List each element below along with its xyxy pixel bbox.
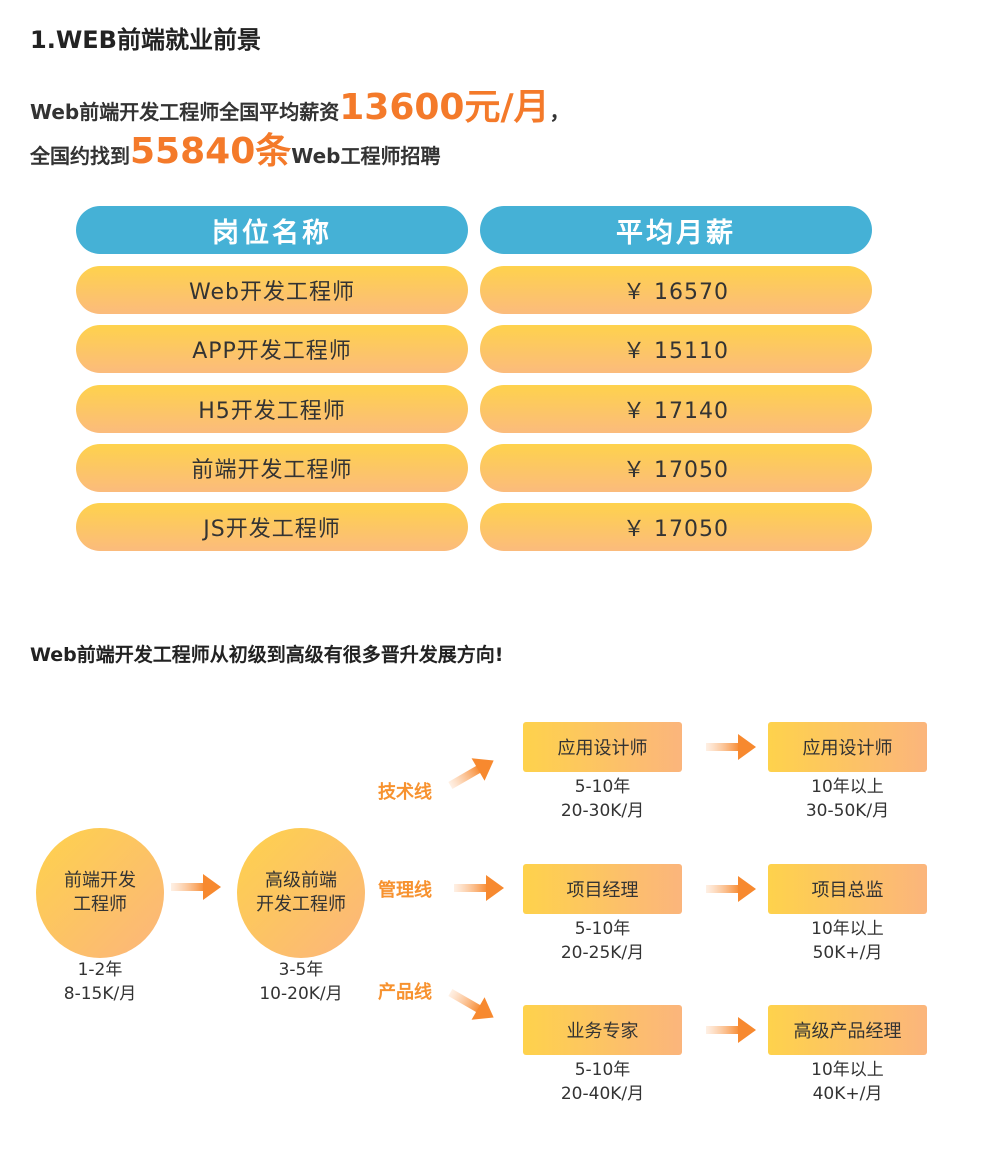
stage-salary: 10-20K/月: [259, 984, 343, 1004]
intro-text: ，: [549, 100, 570, 124]
avg-salary-highlight: 13600元/月: [339, 87, 550, 128]
career-role-box: 应用设计师: [768, 722, 927, 772]
role-caption: 10年以上 50K+/月: [758, 917, 937, 965]
career-role-box: 项目经理: [523, 864, 682, 914]
stage-circle-junior: 前端开发工程师: [36, 828, 164, 958]
intro-line-1: Web前端开发工程师全国平均薪资13600元/月，: [30, 78, 570, 130]
table-row-salary: ￥ 17050: [480, 443, 872, 492]
table-row-salary: ￥ 17140: [480, 384, 872, 433]
role-caption: 5-10年 20-25K/月: [513, 917, 692, 965]
role-caption: 10年以上 40K+/月: [758, 1058, 937, 1106]
header-position: 岗位名称: [76, 206, 468, 254]
stage-label: 工程师: [73, 894, 127, 915]
career-role-box: 高级产品经理: [768, 1005, 927, 1055]
role-salary: 50K+/月: [812, 943, 883, 963]
table-row-salary: ￥ 17050: [480, 503, 872, 552]
role-caption: 10年以上 30-50K/月: [758, 775, 937, 823]
arrow-right-icon: [705, 874, 757, 904]
branch-label: 管理线: [378, 880, 432, 901]
stage-years: 3-5年: [278, 960, 324, 980]
branch-label: 技术线: [378, 782, 432, 803]
arrow-icon: [452, 873, 506, 903]
table-row-position: APP开发工程师: [76, 325, 468, 374]
intro-text: Web工程师招聘: [291, 144, 441, 168]
header-salary: 平均月薪: [480, 206, 872, 254]
table-row-salary: ￥ 15110: [480, 325, 872, 374]
table-row-position: JS开发工程师: [76, 503, 468, 552]
role-years: 5-10年: [574, 777, 631, 797]
role-years: 10年以上: [811, 919, 884, 939]
stage-label: 开发工程师: [256, 894, 346, 915]
arrow-right-icon: [170, 872, 222, 902]
table-row-position: H5开发工程师: [76, 384, 468, 433]
table-row-salary: ￥ 16570: [480, 266, 872, 314]
role-caption: 5-10年 20-40K/月: [513, 1058, 692, 1106]
table-row-position: 前端开发工程师: [76, 443, 468, 492]
arrow-right-icon: [705, 732, 757, 762]
role-salary: 30-50K/月: [805, 801, 890, 821]
arrow-right-icon: [705, 1015, 757, 1045]
career-role-box: 应用设计师: [523, 722, 682, 772]
career-role-box: 业务专家: [523, 1005, 682, 1055]
role-years: 10年以上: [811, 1060, 884, 1080]
role-salary: 40K+/月: [812, 1084, 883, 1104]
role-years: 10年以上: [811, 777, 884, 797]
career-role-box: 项目总监: [768, 864, 927, 914]
table-row-position: Web开发工程师: [76, 266, 468, 314]
page-title: 1.WEB前端就业前景: [30, 26, 261, 54]
intro-text: Web前端开发工程师全国平均薪资: [30, 100, 340, 124]
arrow-icon: [441, 979, 503, 1032]
job-count-highlight: 55840条: [130, 131, 292, 172]
intro-text: 全国约找到: [30, 144, 130, 168]
role-salary: 20-25K/月: [560, 943, 645, 963]
role-years: 5-10年: [574, 1060, 631, 1080]
branch-label: 产品线: [378, 982, 432, 1003]
stage-salary: 8-15K/月: [63, 984, 137, 1004]
stage-label: 前端开发: [64, 870, 136, 891]
role-years: 5-10年: [574, 919, 631, 939]
stage-years: 1-2年: [77, 960, 123, 980]
role-caption: 5-10年 20-30K/月: [513, 775, 692, 823]
role-salary: 20-30K/月: [560, 801, 645, 821]
stage-circle-senior: 高级前端开发工程师: [237, 828, 365, 958]
stage-caption: 3-5年 10-20K/月: [221, 958, 381, 1006]
arrow-icon: [441, 747, 503, 800]
role-salary: 20-40K/月: [560, 1084, 645, 1104]
career-subtitle: Web前端开发工程师从初级到高级有很多晋升发展方向!: [30, 644, 504, 666]
stage-caption: 1-2年 8-15K/月: [20, 958, 180, 1006]
intro-line-2: 全国约找到55840条Web工程师招聘: [30, 122, 440, 174]
stage-label: 高级前端: [265, 870, 337, 891]
